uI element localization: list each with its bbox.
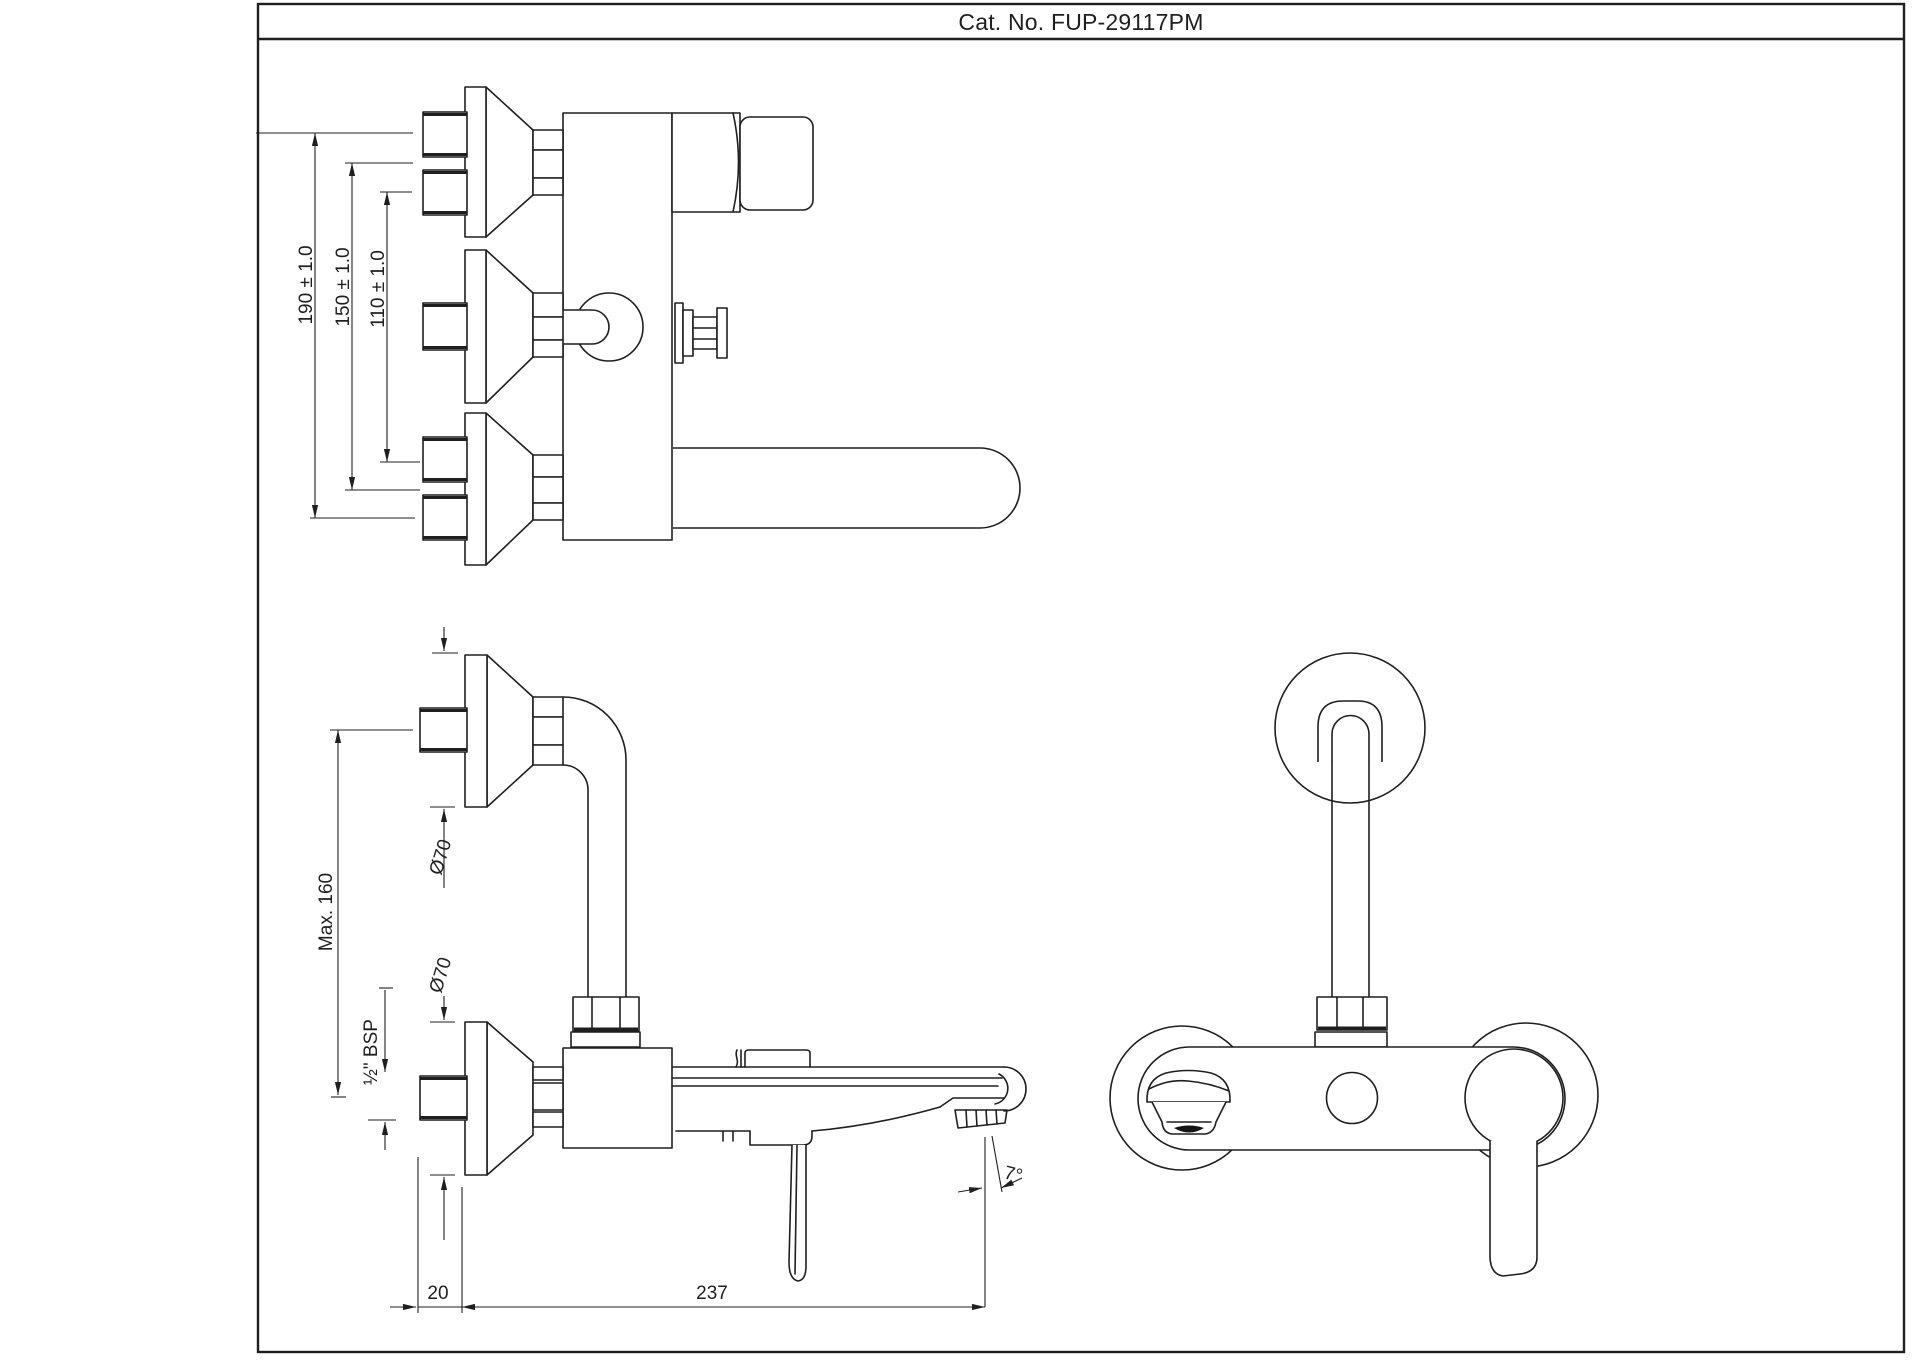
handle-lever	[1489, 1141, 1538, 1277]
wall-nut	[419, 1075, 468, 1121]
front-view-upper-flange	[1274, 652, 1426, 998]
dim-label-angle: 7°	[1002, 1162, 1025, 1187]
side-view-handle	[788, 1144, 807, 1282]
top-view-flange-upper	[422, 86, 564, 238]
spout-head	[939, 1097, 1005, 1108]
dim-label-dia70-upper: Ø70	[426, 837, 457, 877]
front-view	[1109, 652, 1599, 1277]
top-view-side-valve	[674, 302, 728, 364]
dim-label-20: 20	[427, 1283, 448, 1304]
side-view-upper-inlet	[419, 654, 627, 998]
side-view: Max. 160 Ø70 Ø70 ½" BSP 7°	[316, 627, 1027, 1313]
top-view-spout	[673, 447, 1021, 529]
top-view: 190 ± 1.0 150 ± 1.0 110 ± 1.0	[256, 86, 1021, 566]
dim-label-190: 190 ± 1.0	[296, 245, 317, 324]
diverter-slot	[1174, 1125, 1204, 1133]
side-view-top-nut	[570, 996, 641, 1048]
spout-nose	[1003, 1066, 1027, 1112]
dim-label-110: 110 ± 1.0	[368, 250, 389, 328]
wall-nut	[419, 707, 468, 753]
top-view-handle	[671, 112, 814, 213]
dim-label-bsp: ½" BSP	[361, 1019, 382, 1085]
front-view-diverter	[1146, 1069, 1231, 1135]
front-view-center-cap	[1325, 1071, 1379, 1125]
top-view-dimensions: 190 ± 1.0 150 ± 1.0 110 ± 1.0	[256, 132, 420, 519]
front-view-top-nut	[1314, 996, 1388, 1048]
wall-nut	[422, 494, 468, 541]
dim-label-max160: Max. 160	[316, 873, 337, 951]
title-block: Cat. No. FUP-29117PM	[256, 2, 1906, 1354]
side-view-lower-inlet	[419, 1021, 564, 1176]
front-view-handle	[1464, 1048, 1564, 1277]
sheet-border	[256, 2, 1906, 1354]
top-view-flange-middle	[422, 249, 564, 404]
dim-label-150: 150 ± 1.0	[333, 247, 354, 326]
top-view-diverter	[563, 292, 644, 362]
pipe-outer	[562, 696, 627, 998]
drawing-title: Cat. No. FUP-29117PM	[958, 9, 1203, 35]
aerator	[954, 1109, 1008, 1129]
dim-label-dia70-lower: Ø70	[426, 955, 457, 995]
top-view-flange-lower	[422, 412, 564, 566]
wall-nut	[422, 302, 468, 351]
pipe-cap	[1331, 714, 1370, 762]
pipe-inner	[562, 764, 589, 998]
wall-nut	[422, 169, 468, 216]
side-view-body	[562, 1047, 673, 1149]
dim-label-237: 237	[696, 1283, 728, 1304]
wall-nut	[422, 111, 468, 158]
handle-base	[1464, 1048, 1564, 1148]
wall-nut	[422, 436, 468, 483]
side-view-spout	[671, 1049, 1027, 1146]
